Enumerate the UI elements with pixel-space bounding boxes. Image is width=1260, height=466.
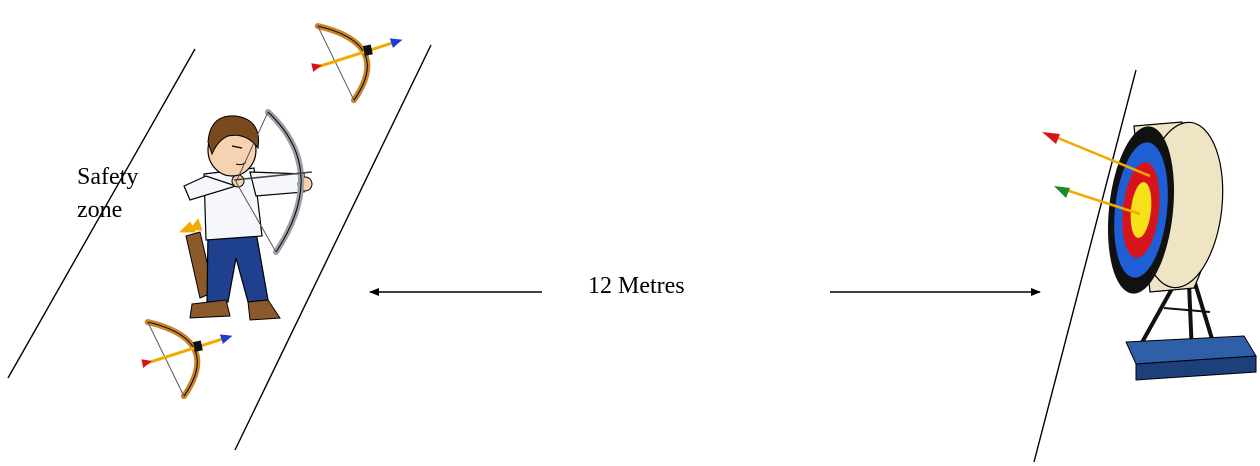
archery-target xyxy=(1042,121,1257,381)
bow-icon xyxy=(311,23,403,104)
safety-zone-boundary-left xyxy=(7,48,196,379)
distance-label: 12 Metres xyxy=(588,273,685,299)
target-line xyxy=(1033,69,1137,463)
safety-zone-label-line1: Safety xyxy=(77,164,139,190)
archer-figure xyxy=(179,109,313,321)
safety-zone-label-line2: zone xyxy=(77,196,123,223)
bow-icon xyxy=(141,319,233,400)
safety-zone-label: Safety zone xyxy=(77,164,138,224)
safety-zone xyxy=(7,44,432,451)
safety-zone-boundary-right xyxy=(234,44,432,451)
